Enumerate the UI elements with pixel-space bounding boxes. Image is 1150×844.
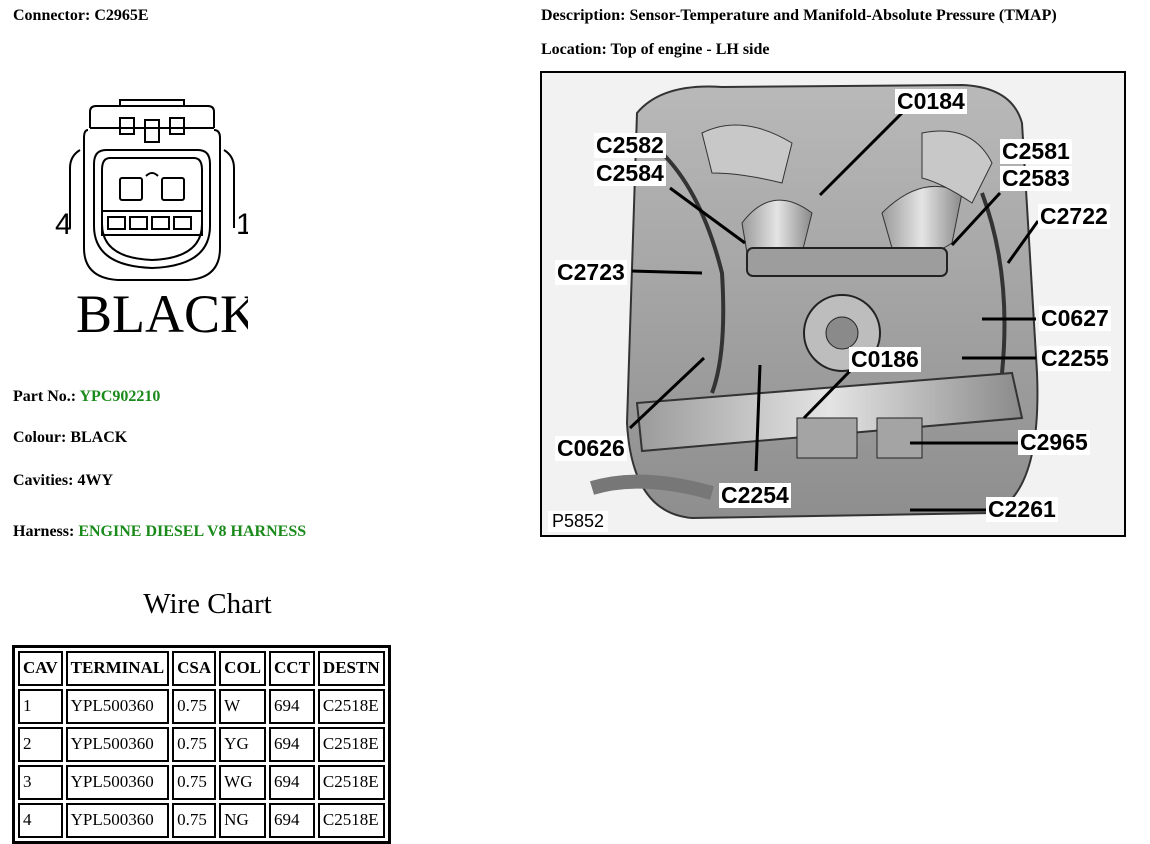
callout-c2581: C2581 <box>1000 138 1072 164</box>
table-row: 1 YPL500360 0.75 W 694 C2518E <box>18 689 385 724</box>
cell-col: YG <box>219 727 267 762</box>
cell-terminal: YPL500360 <box>65 803 170 838</box>
callout-c2261: C2261 <box>986 496 1058 522</box>
callout-c0186: C0186 <box>849 346 921 372</box>
callout-c2254: C2254 <box>719 482 791 508</box>
drawing-color-text: BLACK <box>76 284 248 343</box>
part-number-link[interactable]: YPC902210 <box>79 388 161 405</box>
callout-c2584: C2584 <box>594 160 666 186</box>
harness-link[interactable]: ENGINE DIESEL V8 HARNESS <box>78 523 307 540</box>
cell-destn: C2518E <box>317 689 385 724</box>
photo-reference: P5852 <box>548 511 609 532</box>
part-number-label: Part No.: <box>13 388 77 405</box>
cell-cct: 694 <box>269 765 315 800</box>
cavities-line: Cavities: 4WY <box>13 472 113 490</box>
engine-illustration <box>542 73 1124 535</box>
pin-label-right: 1 <box>236 208 248 241</box>
callout-c0184: C0184 <box>895 88 967 114</box>
cell-cav: 2 <box>18 727 63 762</box>
cell-destn: C2518E <box>317 727 385 762</box>
callout-c2583: C2583 <box>1000 165 1072 191</box>
callout-c0627: C0627 <box>1039 305 1111 331</box>
part-number-line: Part No.: YPC902210 <box>13 388 160 406</box>
header-cct: CCT <box>269 651 315 686</box>
connector-value: C2965E <box>94 7 149 24</box>
harness-label: Harness: <box>13 523 75 540</box>
connector-label: Connector: <box>13 7 91 24</box>
callout-c2723: C2723 <box>555 259 627 285</box>
description-value: Sensor-Temperature and Manifold-Absolute… <box>629 7 1057 24</box>
engine-location-image: C0184 C2582 C2584 C2581 C2583 C2722 C272… <box>540 71 1126 537</box>
description-label: Description: <box>541 7 626 24</box>
table-row: 3 YPL500360 0.75 WG 694 C2518E <box>18 765 385 800</box>
header-terminal: TERMINAL <box>65 651 170 686</box>
cell-csa: 0.75 <box>172 689 217 724</box>
location-line: Location: Top of engine - LH side <box>541 41 770 59</box>
colour-value: BLACK <box>70 429 128 446</box>
connector-line: Connector: C2965E <box>13 7 149 25</box>
cell-terminal: YPL500360 <box>65 765 170 800</box>
connector-face-drawing: 4 1 BLACK <box>55 99 248 343</box>
header-cav: CAV <box>18 651 63 686</box>
pin-label-left: 4 <box>55 208 72 241</box>
cavities-value: 4WY <box>77 472 113 489</box>
table-row: 2 YPL500360 0.75 YG 694 C2518E <box>18 727 385 762</box>
wire-chart-title: Wire Chart <box>143 588 272 620</box>
location-value: Top of engine - LH side <box>610 41 770 58</box>
cell-cav: 1 <box>18 689 63 724</box>
callout-c2722: C2722 <box>1038 203 1110 229</box>
callout-c2255: C2255 <box>1039 345 1111 371</box>
cell-csa: 0.75 <box>172 765 217 800</box>
cell-col: NG <box>219 803 267 838</box>
header-col: COL <box>219 651 267 686</box>
harness-line: Harness: ENGINE DIESEL V8 HARNESS <box>13 523 306 541</box>
callout-c2582: C2582 <box>594 132 666 158</box>
cell-csa: 0.75 <box>172 727 217 762</box>
location-label: Location: <box>541 41 607 58</box>
cell-destn: C2518E <box>317 765 385 800</box>
cell-csa: 0.75 <box>172 803 217 838</box>
header-csa: CSA <box>172 651 217 686</box>
colour-label: Colour: <box>13 429 67 446</box>
cavities-label: Cavities: <box>13 472 74 489</box>
cell-cav: 4 <box>18 803 63 838</box>
colour-line: Colour: BLACK <box>13 429 127 447</box>
cell-cct: 694 <box>269 803 315 838</box>
cell-destn: C2518E <box>317 803 385 838</box>
header-destn: DESTN <box>317 651 385 686</box>
cell-col: W <box>219 689 267 724</box>
cell-terminal: YPL500360 <box>65 689 170 724</box>
cell-terminal: YPL500360 <box>65 727 170 762</box>
callout-c2965: C2965 <box>1018 429 1090 455</box>
description-line: Description: Sensor-Temperature and Mani… <box>541 7 1057 25</box>
cell-col: WG <box>219 765 267 800</box>
wire-chart-table: CAV TERMINAL CSA COL CCT DESTN 1 YPL5003… <box>12 645 391 844</box>
wire-chart-header-row: CAV TERMINAL CSA COL CCT DESTN <box>18 651 385 686</box>
table-row: 4 YPL500360 0.75 NG 694 C2518E <box>18 803 385 838</box>
cell-cct: 694 <box>269 689 315 724</box>
cell-cav: 3 <box>18 765 63 800</box>
cell-cct: 694 <box>269 727 315 762</box>
callout-c0626: C0626 <box>555 435 627 461</box>
